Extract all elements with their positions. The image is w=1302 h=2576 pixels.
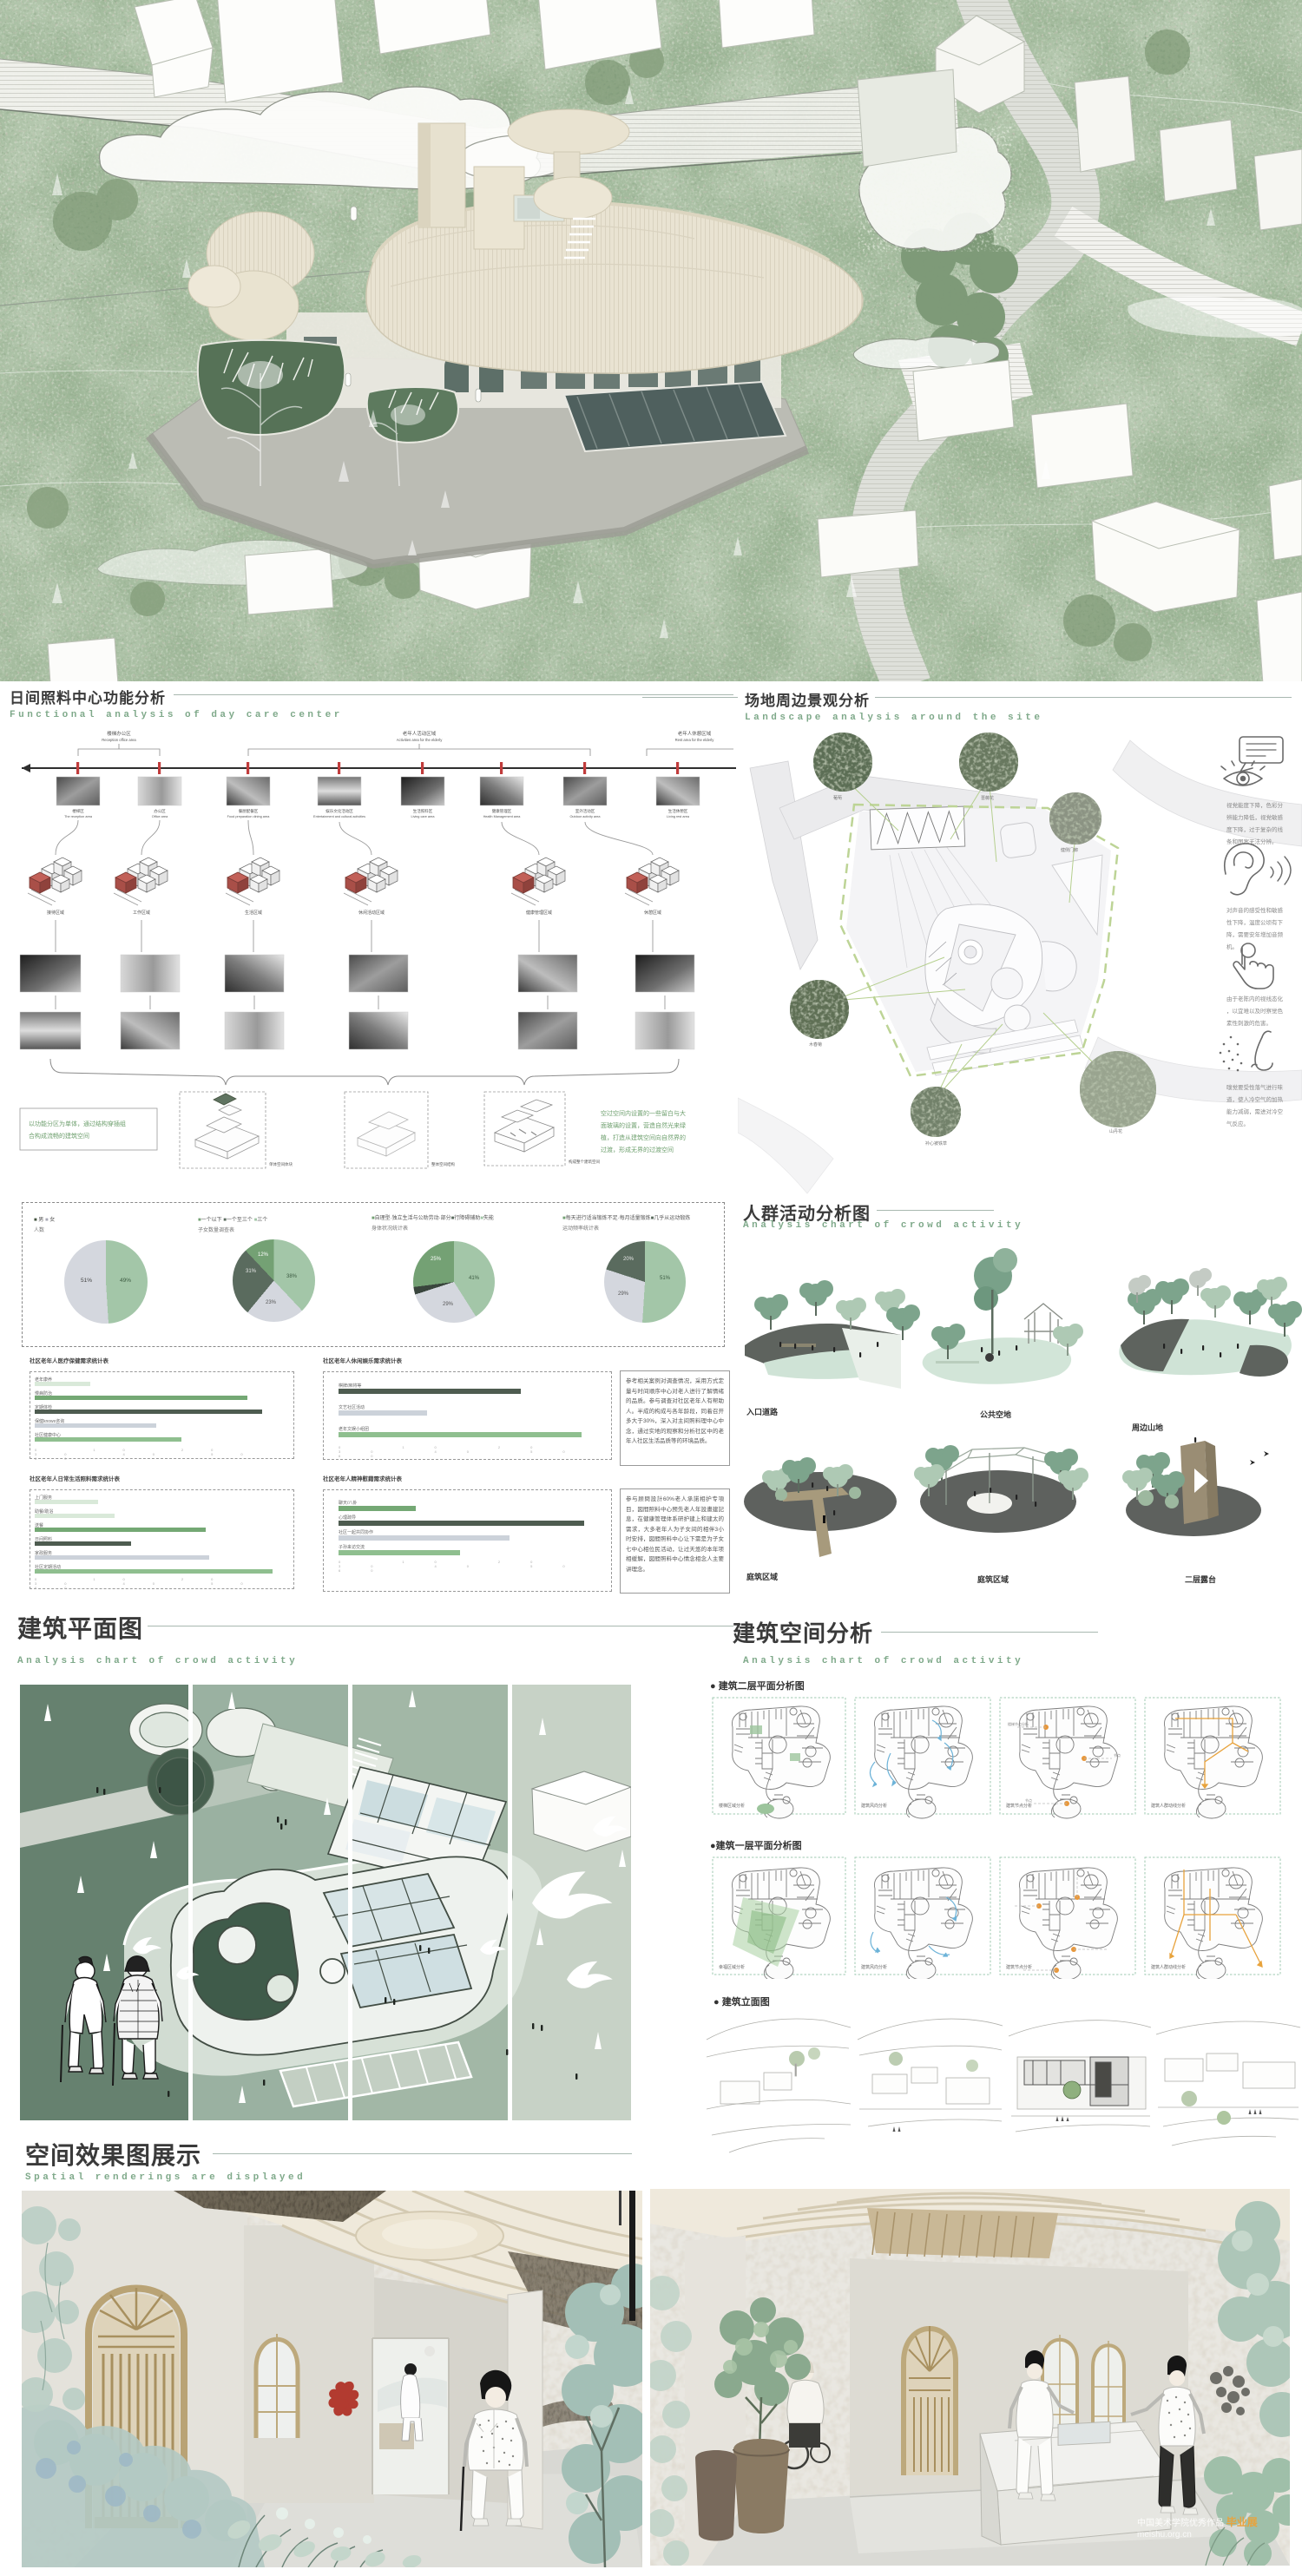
svg-text:降，需要安年增加音频: 降，需要安年增加音频	[1226, 930, 1284, 938]
svg-text:能力减弱，需进对冷空: 能力减弱，需进对冷空	[1226, 1107, 1284, 1115]
svg-text:对声音的感受性和敏感: 对声音的感受性和敏感	[1226, 906, 1284, 914]
svg-text:生活照料区: 生活照料区	[413, 808, 433, 814]
svg-text:Living rest area: Living rest area	[667, 815, 690, 818]
svg-text:Reception office area: Reception office area	[102, 738, 136, 742]
svg-text:度下降，过于复杂的线: 度下降，过于复杂的线	[1226, 825, 1284, 833]
svg-text:生活休憩区: 生活休憩区	[668, 808, 688, 814]
svg-text:餐厨配餐区: 餐厨配餐区	[239, 808, 259, 814]
svg-text:健康管理区域: 健康管理区域	[526, 910, 552, 916]
svg-text:建筑人群动线分析: 建筑人群动线分析	[1151, 1803, 1186, 1809]
svg-text:二层露台: 二层露台	[1185, 1574, 1216, 1584]
svg-text:生活区域: 生活区域	[245, 910, 262, 916]
svg-text:庭筑区域: 庭筑区域	[746, 1572, 778, 1581]
svg-text:山丹花: 山丹花	[1109, 1128, 1122, 1134]
svg-text:健侧门廊: 健侧门廊	[1061, 847, 1078, 853]
svg-text:面玻璃的设置，营造自然光来绿: 面玻璃的设置，营造自然光来绿	[601, 1121, 686, 1129]
svg-text:Outdoor activity area: Outdoor activity area	[569, 815, 601, 818]
svg-text:楼梯办公区: 楼梯办公区	[107, 730, 131, 737]
svg-text:构成整个建筑空间: 构成整个建筑空间	[569, 1159, 600, 1165]
svg-text:娱乐文化活动区: 娱乐文化活动区	[326, 808, 353, 814]
svg-text:空过空间内设置的一些留白与大: 空过空间内设置的一些留白与大	[601, 1109, 686, 1117]
svg-text:以功能分区为单体，通过结构穿插组: 以功能分区为单体，通过结构穿插组	[29, 1120, 126, 1127]
svg-text:周边山地: 周边山地	[1132, 1423, 1163, 1432]
svg-text:建筑人群动线分析: 建筑人群动线分析	[1151, 1964, 1186, 1970]
svg-text:节点: 节点	[1114, 1752, 1121, 1758]
svg-text:过渡，形成无界的过渡空间: 过渡，形成无界的过渡空间	[601, 1146, 674, 1153]
svg-text:室外活动区: 室外活动区	[575, 808, 595, 814]
svg-text:休闲活动区域: 休闲活动区域	[358, 910, 385, 916]
svg-text:节点: 节点	[1025, 1797, 1032, 1803]
svg-text:性下降，温度公顷有下: 性下降，温度公顷有下	[1226, 918, 1284, 926]
svg-text:楼梯节点分析: 楼梯节点分析	[1008, 1721, 1029, 1726]
svg-text:Living care area: Living care area	[411, 815, 435, 818]
svg-text:道，使人冷空气的加热: 道，使人冷空气的加热	[1226, 1095, 1284, 1103]
svg-text:办公区: 办公区	[154, 808, 166, 814]
svg-text:健康管理区: 健康管理区	[492, 808, 512, 814]
svg-text:气反应。: 气反应。	[1226, 1120, 1249, 1127]
svg-text:老年人活动区域: 老年人活动区域	[403, 730, 437, 737]
svg-text:入口道路: 入口道路	[746, 1407, 779, 1416]
svg-text:幸福区域分析: 幸福区域分析	[719, 1964, 745, 1970]
svg-text:整体空间结构: 整体空间结构	[431, 1161, 455, 1167]
svg-text:建筑节点分析: 建筑节点分析	[1006, 1803, 1032, 1809]
svg-text:Office area: Office area	[152, 815, 168, 818]
svg-text:衿心被铁草: 衿心被铁草	[925, 1140, 947, 1147]
svg-text:单体空间体块: 单体空间体块	[269, 1161, 293, 1167]
svg-text:楼梯区: 楼梯区	[72, 808, 84, 814]
svg-text:嗅觉要受性落气进行味: 嗅觉要受性落气进行味	[1226, 1083, 1284, 1091]
svg-text:建筑风向分析: 建筑风向分析	[861, 1964, 887, 1970]
svg-text:休憩区域: 休憩区域	[644, 910, 661, 916]
svg-text:，以宜难以及时察觉色: ，以宜难以及时察觉色	[1226, 1007, 1284, 1015]
svg-text:工作区域: 工作区域	[133, 910, 150, 916]
svg-text:机。: 机。	[1226, 943, 1238, 950]
svg-text:建筑风向分析: 建筑风向分析	[861, 1803, 887, 1809]
svg-text:老年人休憩区域: 老年人休憩区域	[678, 730, 712, 737]
svg-text:公共空地: 公共空地	[980, 1410, 1011, 1419]
svg-text:视党能度下降，色彩分: 视党能度下降，色彩分	[1226, 801, 1284, 809]
svg-text:The reception area: The reception area	[64, 815, 93, 818]
svg-text:合构成流畅的建筑空间: 合构成流畅的建筑空间	[29, 1132, 89, 1140]
svg-text:Entertainment and cultural act: Entertainment and cultural activities	[313, 815, 365, 818]
svg-text:接待区域: 接待区域	[47, 910, 64, 916]
svg-text:Health Management area: Health Management area	[483, 815, 522, 818]
svg-text:建筑节点分析: 建筑节点分析	[1006, 1964, 1032, 1970]
svg-text:辨能力降低，视党敏感: 辨能力降低，视党敏感	[1226, 813, 1284, 821]
svg-text:楼梯区域分析: 楼梯区域分析	[719, 1803, 745, 1809]
svg-text:Activities area for the elderl: Activities area for the elderly	[397, 738, 444, 742]
svg-text:植，打造从建筑空间向自然界的: 植，打造从建筑空间向自然界的	[601, 1134, 686, 1141]
svg-text:由于老陈内的视线态化: 由于老陈内的视线态化	[1226, 995, 1284, 1002]
svg-text:Food preparation dining area: Food preparation dining area	[227, 815, 271, 818]
svg-text:薔薇花: 薔薇花	[981, 795, 994, 801]
svg-text:条和图案无法分辨。: 条和图案无法分辨。	[1226, 838, 1278, 845]
svg-text:素性刺激的危害。: 素性刺激的危害。	[1226, 1019, 1272, 1027]
svg-text:庭筑区域: 庭筑区域	[977, 1574, 1009, 1584]
svg-text:葡萄: 葡萄	[833, 795, 842, 801]
svg-text:Rest area for the elderly: Rest area for the elderly	[675, 738, 715, 742]
svg-text:木春菊: 木春菊	[809, 1042, 822, 1048]
